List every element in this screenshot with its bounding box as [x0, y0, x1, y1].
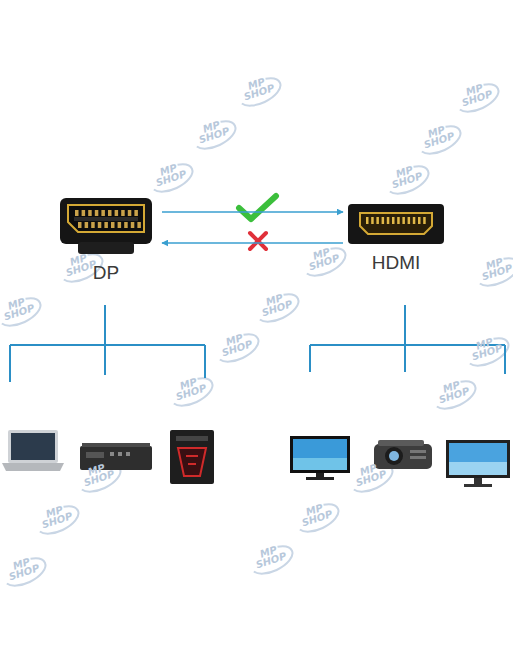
watermark: MP SHOP [352, 460, 387, 487]
watermark-swoosh [430, 376, 479, 415]
cross-mark [250, 233, 266, 249]
watermark: MP SHOP [478, 254, 513, 281]
watermark: MP SHOP [240, 74, 275, 101]
watermark: MP SHOP [5, 554, 40, 581]
watermark-swoosh [300, 243, 349, 282]
watermark: MP SHOP [420, 122, 455, 149]
watermark: MP SHOP [195, 117, 230, 144]
watermark: MP SHOP [62, 250, 97, 277]
watermark: MP SHOP [305, 244, 340, 271]
watermark-swoosh [190, 116, 239, 155]
laptop-icon [2, 430, 64, 471]
check-mark [239, 196, 276, 219]
watermark-swoosh [147, 159, 196, 198]
pc-tower-icon [170, 430, 214, 484]
watermark: MP SHOP [435, 377, 470, 404]
watermark: MP SHOP [218, 330, 253, 357]
projector-icon [374, 440, 432, 469]
watermark-swoosh [293, 499, 342, 538]
watermark: MP SHOP [458, 80, 493, 107]
port-shape [346, 202, 446, 246]
watermark: MP SHOP [388, 162, 423, 189]
watermark: MP SHOP [38, 502, 73, 529]
watermark-swoosh [0, 293, 45, 332]
watermark: MP SHOP [252, 542, 287, 569]
watermark: MP SHOP [298, 500, 333, 527]
signal-arrow [162, 211, 343, 213]
port-shape [58, 196, 154, 256]
watermark-swoosh [167, 373, 216, 412]
watermark-swoosh [453, 79, 502, 118]
connector-node: HDMI [346, 202, 446, 274]
watermark-swoosh [383, 161, 432, 200]
watermark-swoosh [415, 121, 464, 160]
watermark: MP SHOP [172, 374, 207, 401]
dp-tree [10, 305, 205, 382]
tv-icon [290, 436, 350, 480]
signal-arrow [162, 242, 343, 244]
port-label: HDMI [346, 252, 446, 274]
monitor-icon [446, 440, 510, 487]
watermark-swoosh [235, 73, 284, 112]
watermark-swooshes [0, 73, 513, 592]
watermark-swoosh [33, 501, 82, 540]
watermark: MP SHOP [0, 294, 35, 321]
watermark-swoosh [213, 329, 262, 368]
hdmi-tree [310, 305, 505, 374]
tree-lines [10, 305, 505, 382]
watermark: MP SHOP [468, 334, 503, 361]
watermark-swoosh [253, 289, 302, 328]
watermark: MP SHOP [258, 290, 293, 317]
watermark-swoosh [247, 541, 296, 580]
watermark-swoosh [473, 253, 513, 292]
watermark-swoosh [0, 553, 49, 592]
watermark: MP SHOP [152, 160, 187, 187]
